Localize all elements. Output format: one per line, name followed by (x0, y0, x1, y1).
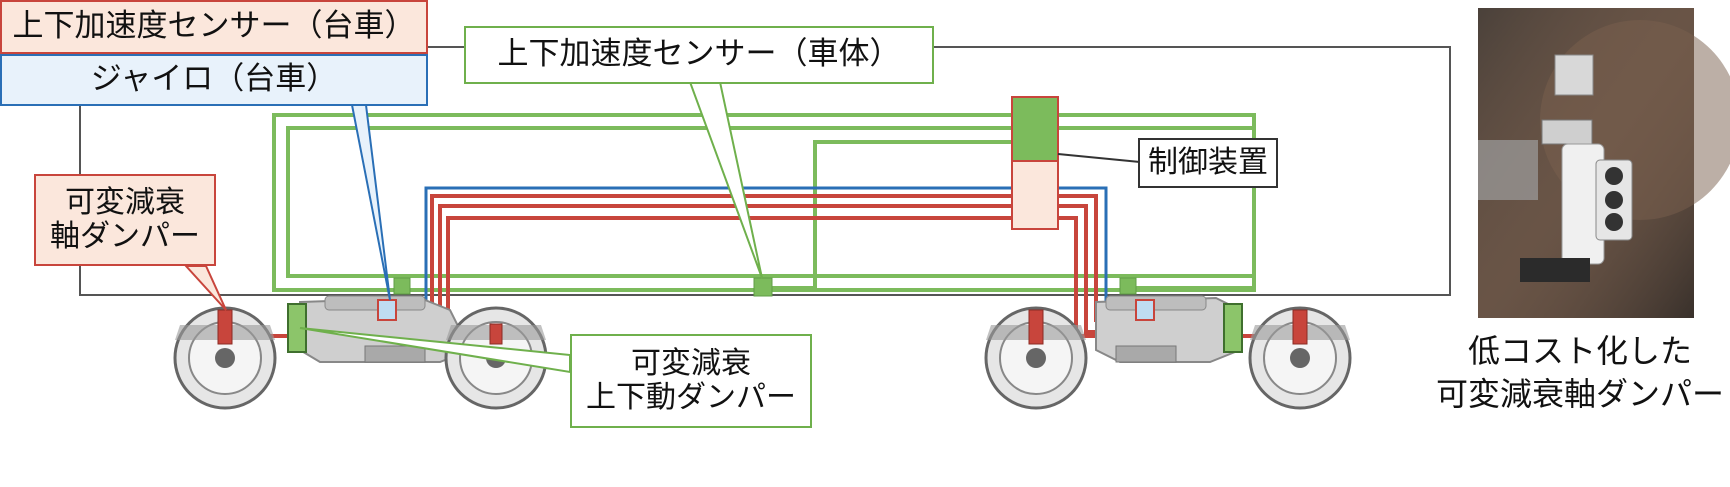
axle-damper-label-line2: 軸ダンパー (50, 219, 200, 254)
wheel (984, 306, 1088, 410)
bogie-accel-marker (1119, 277, 1137, 295)
axle-damper-marker (1028, 309, 1044, 345)
body-accel-label: 上下加速度センサー（車体） (464, 26, 934, 84)
axle-damper-label-line1: 可変減衰 (65, 184, 185, 220)
photo-caption-line2: 可変減衰軸ダンパー (1435, 375, 1724, 414)
body-accel-marker (753, 277, 773, 297)
vertical-damper-marker (1223, 303, 1243, 353)
left-bogie (173, 277, 548, 410)
controller-leader (1057, 153, 1141, 163)
wheel (1248, 306, 1352, 410)
right-bogie (984, 277, 1352, 410)
bogie-accel-label: 上下加速度センサー（台車） (0, 0, 428, 54)
vertical-damper-label-line1: 可変減衰 (631, 345, 751, 381)
photo-caption: 低コスト化した 可変減衰軸ダンパー (1430, 330, 1730, 416)
axle-damper-marker (489, 323, 503, 345)
bogie-accel-marker (393, 277, 411, 295)
controller-lower-block (1011, 160, 1059, 230)
wheel (173, 306, 277, 410)
photo-caption-line1: 低コスト化した (1467, 332, 1692, 370)
gyro-marker (1135, 299, 1155, 321)
axle-damper-label: 可変減衰 軸ダンパー (34, 174, 216, 266)
body-accel-callout-pointer (688, 81, 763, 279)
vertical-damper-label-line2: 上下動ダンパー (586, 380, 796, 415)
gyro-marker (377, 299, 397, 321)
vertical-damper-label: 可変減衰 上下動ダンパー (570, 334, 812, 428)
damper-photo (1478, 8, 1730, 318)
controller-label: 制御装置 (1138, 138, 1278, 188)
axle-damper-callout-pointer (183, 265, 227, 311)
controller-upper-block (1011, 96, 1059, 162)
gyro-label: ジャイロ（台車） (0, 54, 428, 106)
gyro-callout-pointer (350, 104, 391, 301)
axle-damper-marker (1292, 309, 1308, 345)
axle-damper-marker (217, 309, 233, 345)
